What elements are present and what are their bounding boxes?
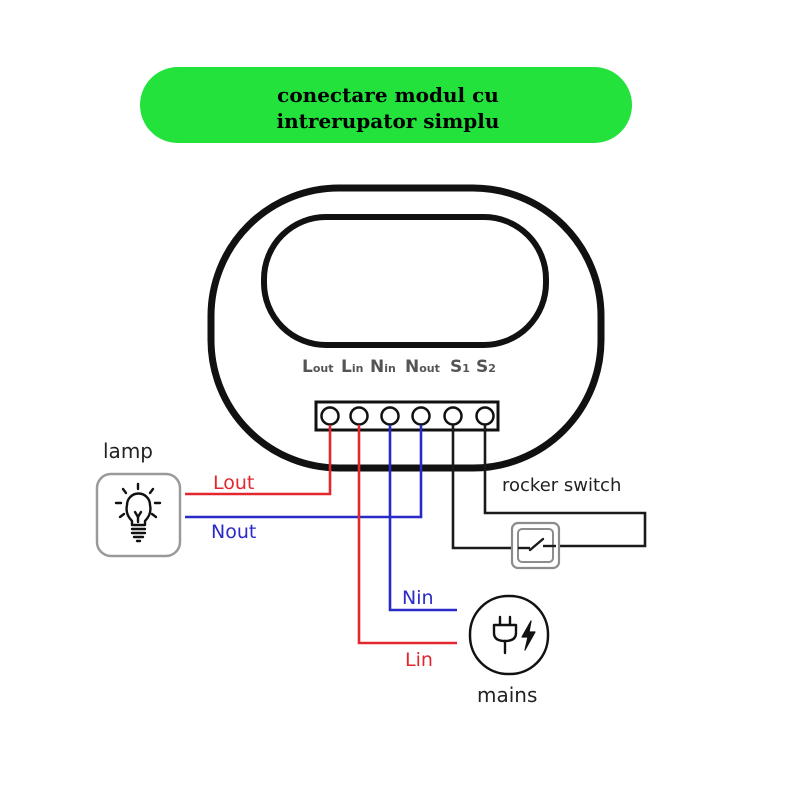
terminal-screw-s2 [475,406,495,426]
mains-icon-frame [468,594,550,676]
rocker-switch-icon [510,521,561,570]
rocker-switch-label: rocker switch [502,475,621,496]
title-line-2: intrerupator simplu [277,109,500,133]
lightbulb-icon [114,482,162,543]
wire-s1 [451,425,518,550]
plug-lightning-icon [492,615,536,655]
wire-label-nin: Nin [402,587,434,609]
rocker-switch-component: rocker switch [502,475,621,570]
wire-nout [185,425,423,519]
terminal-label-nout: Nout [405,357,440,377]
terminal-label-nin: Nin [370,357,396,377]
wire-nin [388,425,457,612]
lamp-label: lamp [103,439,153,463]
smart-module: Lout Lin Nin Nout S1 S2 [207,184,605,472]
title-line-1: conectare modul cu [277,83,499,107]
wire-label-lout: Lout [213,472,254,494]
wire-label-nout: Nout [211,521,256,543]
wire-lin [357,425,457,645]
terminal-labels: Lout Lin Nin Nout S1 S2 [302,357,496,377]
wire-s2 [483,425,647,548]
wire-label-lin: Lin [405,649,433,671]
wires [185,425,647,645]
terminal-screw-s1 [443,406,463,426]
lamp-component: lamp [95,439,182,558]
title-banner: conectare modul cu intrerupator simplu [140,67,632,143]
terminal-screw-lin [349,406,369,426]
terminal-screw-nin [380,406,400,426]
terminal-label-lout: Lout [302,357,334,377]
terminal-block [314,400,500,432]
mains-label: mains [477,683,537,707]
terminal-label-s2: S2 [476,357,496,377]
terminal-label-s1: S1 [450,357,470,377]
mains-component: mains [468,594,550,707]
terminal-screw-lout [320,406,340,426]
terminal-label-lin: Lin [341,357,363,377]
wire-lout [185,425,332,496]
module-inner-panel [261,214,549,348]
title-pill [140,67,632,143]
terminal-screw-nout [411,406,431,426]
